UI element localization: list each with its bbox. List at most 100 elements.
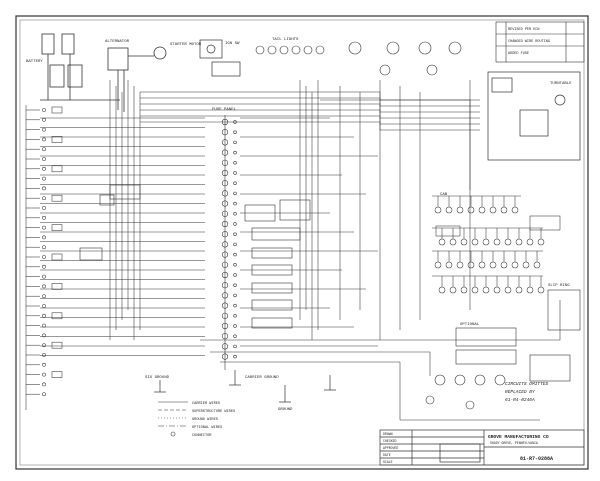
switch-terminal: [42, 264, 46, 269]
switch-terminal: [42, 343, 46, 348]
switch-terminal: [42, 215, 46, 220]
switch-terminal: [42, 284, 46, 289]
sheet-border: [15, 15, 589, 470]
ign-switch-label: IGN SW: [225, 42, 240, 46]
optional-label: OPTIONAL: [460, 323, 480, 327]
lamp: [482, 238, 490, 246]
wire-run: [320, 99, 471, 190]
lamp: [489, 206, 497, 214]
note-circuits-omitted: CIRCUITS OMITTED: [505, 381, 549, 387]
turntable-label: TURNTABLE: [550, 82, 572, 86]
lamp: [515, 286, 523, 294]
fuse-terminal: [233, 140, 237, 145]
fuse-terminal: [233, 314, 237, 318]
cab-component-box: [529, 215, 561, 231]
lamp: [478, 261, 486, 269]
switch-body: [51, 253, 63, 261]
lamp: [493, 238, 501, 246]
fuse-terminal: [233, 273, 237, 277]
fuse-terminal: [233, 303, 237, 308]
lamp: [522, 261, 530, 269]
switch-terminal: [42, 392, 46, 397]
battery-label: BATTERY: [26, 60, 43, 64]
cab-lamp-rows: [432, 195, 561, 294]
switch-terminal: [42, 176, 46, 181]
switch-body: [51, 165, 63, 173]
fuse-terminal: [233, 252, 237, 257]
center-components: [79, 184, 311, 329]
alternator-label: ALTERNATOR: [105, 40, 130, 44]
switch-body: [51, 106, 63, 114]
starter-label: STARTER MOTOR: [170, 43, 202, 47]
cab-component-box: [435, 225, 461, 237]
fuse-terminal: [233, 161, 237, 165]
lamp: [515, 238, 523, 246]
revision-note-3: ADDED FUSE: [508, 52, 529, 56]
ground-symbols: [154, 370, 336, 403]
wire-run: [140, 91, 480, 101]
fuse-terminal: [233, 120, 237, 124]
switch-body: [51, 371, 63, 378]
fuse-panel-column: [221, 115, 237, 370]
switch-terminal: [42, 127, 46, 132]
fuse-terminal: [233, 191, 237, 196]
lamp: [460, 238, 468, 246]
fuse-terminal: [233, 293, 237, 298]
fuse-terminal: [233, 150, 237, 155]
note-replaced-by: REPLACED BY: [505, 389, 535, 395]
switch-terminal: [42, 196, 46, 201]
switch-terminal: [42, 147, 46, 152]
lamp: [467, 206, 475, 214]
revision-block: [495, 21, 585, 63]
lamp: [471, 238, 479, 246]
starter-group: [107, 46, 167, 112]
lamp: [445, 261, 453, 269]
fuse-terminal: [233, 212, 237, 216]
wire-run: [220, 361, 540, 421]
lamp: [456, 206, 464, 214]
fuse-terminal: [233, 201, 237, 206]
legend-ground-wires: GROUND WIRES: [192, 418, 218, 422]
legend-optional-wires: OPTIONAL WIRES: [192, 426, 222, 430]
title-row-drawn: DRAWN: [383, 432, 393, 436]
switch-terminal: [42, 206, 46, 210]
switch-terminal: [42, 333, 46, 338]
legend-super-wires: SUPERSTRUCTURE WIRES: [192, 410, 235, 414]
lamp: [489, 261, 497, 269]
switch-body: [51, 283, 63, 290]
switch-body: [51, 194, 63, 202]
lamp: [478, 206, 486, 214]
tail-lights-label: TAIL LIGHTS: [272, 38, 299, 42]
switch-body: [51, 136, 63, 143]
switch-terminal: [42, 108, 46, 112]
fuse-terminal: [233, 334, 237, 338]
switch-terminal: [42, 313, 46, 318]
switch-terminal: [42, 166, 46, 171]
lamp: [500, 206, 508, 214]
switch-terminal: [42, 294, 46, 299]
note-drawing-ref: 61-R4-0246A: [505, 397, 535, 403]
lamp: [434, 261, 442, 269]
fuse-terminal: [233, 263, 237, 267]
title-row-scale: SCALE: [383, 460, 393, 464]
switch-terminal: [42, 117, 46, 122]
revision-note-2: CHANGED WIRE ROUTING: [508, 40, 550, 44]
title-row-approved: APPROVED: [383, 446, 398, 450]
switch-terminal: [42, 304, 46, 308]
fuse-terminal: [233, 222, 237, 226]
carrier-ground-label: CARRIER GROUND: [245, 376, 279, 380]
fuse-terminal: [233, 344, 237, 349]
six-ground-label: SIX GROUND: [145, 376, 170, 380]
wire-harness: [40, 80, 561, 421]
switch-terminal: [42, 372, 46, 377]
lamp: [467, 261, 475, 269]
lamp: [537, 286, 545, 294]
slip-ring-label: SLIP RING: [548, 284, 570, 288]
lamp: [493, 286, 501, 294]
sheet-inner-border: [19, 19, 585, 466]
switch-terminal: [42, 235, 46, 240]
wire-run: [140, 115, 480, 125]
title-block: [379, 429, 585, 466]
revision-note-1: REVISED PER ECN: [508, 28, 540, 32]
